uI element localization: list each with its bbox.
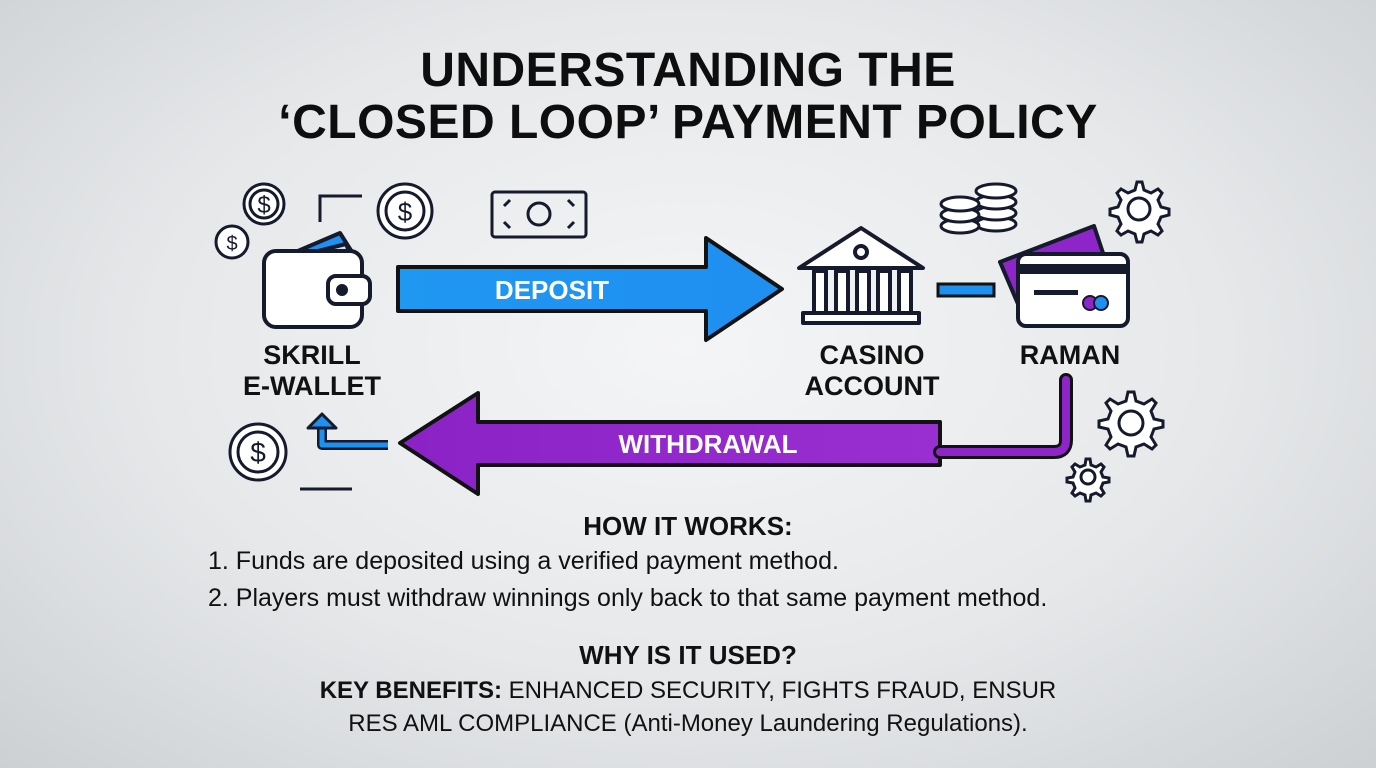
svg-text:$: $ xyxy=(398,197,413,227)
gear-icon xyxy=(1065,457,1111,503)
ewallet-label: SKRILL E-WALLET xyxy=(222,340,402,402)
benefits-line-2: RES AML COMPLIANCE (Anti-Money Launderin… xyxy=(348,710,1028,737)
deposit-arrow: DEPOSIT xyxy=(396,236,784,342)
why-heading: WHY IS IT USED? xyxy=(579,640,797,670)
casino-card-link xyxy=(936,282,996,298)
coin-icon: $ xyxy=(376,182,434,240)
ewallet-label-line-2: E-WALLET xyxy=(243,371,381,401)
banknote-icon xyxy=(490,190,588,239)
svg-text:$: $ xyxy=(257,192,270,219)
page-title-line-1: UNDERSTANDING THE xyxy=(420,44,956,97)
ewallet-label-line-1: SKRILL xyxy=(263,340,361,370)
card-return-connector xyxy=(936,376,1070,456)
deposit-label: DEPOSIT xyxy=(495,275,609,305)
return-arrow-icon xyxy=(306,412,388,450)
credit-card-icon xyxy=(998,224,1130,328)
card-label: RAMAN xyxy=(1019,340,1121,370)
withdrawal-arrow: WITHDRAWAL xyxy=(398,391,942,496)
coin-icon: $ xyxy=(214,224,250,260)
casino-label: CASINO ACCOUNT xyxy=(772,340,972,402)
casino-label-line-1: CASINO xyxy=(819,340,925,370)
bank-icon xyxy=(797,226,925,325)
page-title-line-2: ‘CLOSED LOOP’ PAYMENT POLICY xyxy=(278,96,1098,149)
svg-text:$: $ xyxy=(250,437,266,468)
wallet-icon xyxy=(262,231,372,329)
benefits-label: KEY BENEFITS: xyxy=(319,677,502,704)
gear-icon xyxy=(1108,180,1171,244)
coin-icon: $ xyxy=(242,182,286,226)
step-2: 2. Players must withdraw winnings only b… xyxy=(208,584,1048,612)
svg-text:$: $ xyxy=(226,233,237,255)
withdrawal-label: WITHDRAWAL xyxy=(618,429,797,459)
benefits-line-1: KEY BENEFITS: ENHANCED SECURITY, FIGHTS … xyxy=(0,677,1376,705)
coin-icon: $ xyxy=(228,422,288,482)
casino-label-line-2: ACCOUNT xyxy=(804,371,940,401)
benefits-text-1: ENHANCED SECURITY, FIGHTS FRAUD, ENSUR xyxy=(508,677,1057,704)
coin-stack-icon xyxy=(939,182,1018,235)
gear-icon xyxy=(1097,390,1165,458)
step-1: 1. Funds are deposited using a verified … xyxy=(208,547,839,575)
connector-line xyxy=(318,194,362,222)
how-it-works-heading: HOW IT WORKS: xyxy=(583,511,793,541)
